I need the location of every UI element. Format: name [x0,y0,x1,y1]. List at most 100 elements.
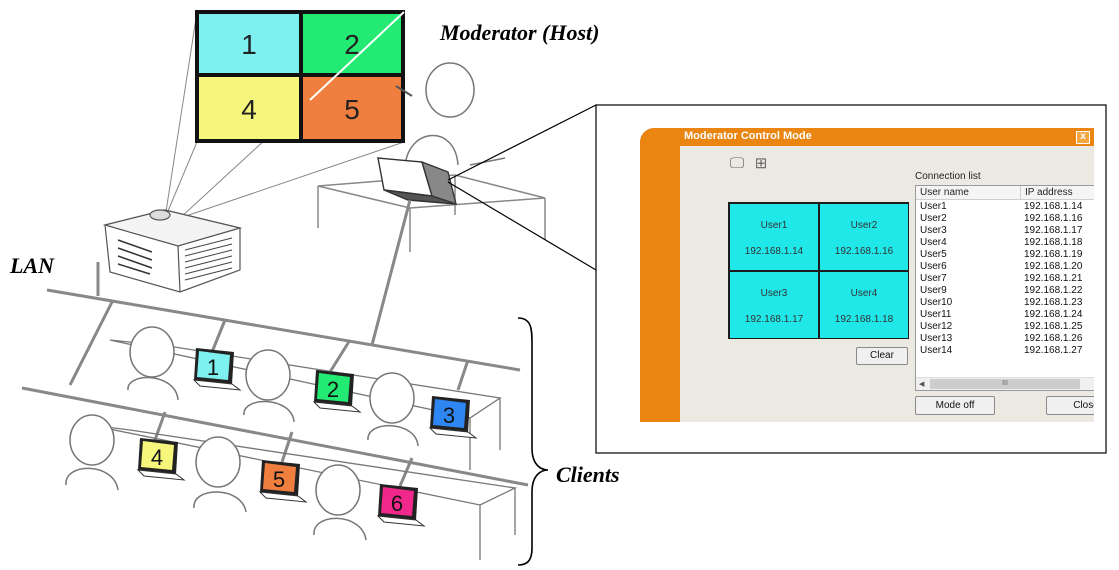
moderator-laptop [377,157,457,206]
row-user-name: User9 [920,285,947,296]
connection-row[interactable]: User3 192.168.1.17 [916,226,1094,236]
column-header-user-name[interactable]: User name [916,186,1020,200]
row-user-name: User13 [920,333,953,344]
user-tile[interactable]: User4 192.168.1.18 [820,272,908,338]
row-ip-address: 192.168.1.24 [1024,309,1083,320]
connection-row[interactable]: User5 192.168.1.19 [916,250,1094,260]
moderator-figure [404,62,506,171]
tile-ip: 192.168.1.18 [834,314,894,325]
screen-tile-5 [303,77,401,139]
svg-text:6: 6 [391,491,403,516]
row-user-name: User10 [920,297,953,308]
connection-row[interactable]: User14 192.168.1.27 [916,346,1094,356]
clients-label: Clients [556,462,620,487]
moderator-label: Moderator (Host) [440,20,600,45]
column-header-ip-address[interactable]: IP address [1020,186,1094,200]
row-user-name: User2 [920,213,947,224]
client-laptop-5: 5 [258,460,308,503]
close-button[interactable]: Close [1046,396,1094,415]
moderator-control-dialog: Moderator Control Mode x 🖵 ⊞ User1 192.1… [640,128,1094,422]
screen-tile-1 [199,14,299,73]
mode-off-button[interactable]: Mode off [915,396,995,415]
connection-row[interactable]: User2 192.168.1.16 [916,214,1094,224]
row-ip-address: 192.168.1.17 [1024,225,1083,236]
connection-row[interactable]: User11 192.168.1.24 [916,310,1094,320]
dialog-title: Moderator Control Mode [684,130,812,142]
tile-user: User3 [760,288,788,299]
quad-screen-icon[interactable]: ⊞ [754,155,768,172]
client-laptop-3: 3 [428,396,478,439]
svg-text:4: 4 [151,445,163,470]
callout-lines [447,104,597,271]
connection-row[interactable]: User13 192.168.1.26 [916,334,1094,344]
tile-ip: 192.168.1.16 [834,246,894,257]
client-laptop-6: 6 [376,484,426,527]
clients-brace [517,317,549,566]
lan-cables [21,199,529,487]
user-tile[interactable]: User2 192.168.1.16 [820,204,908,270]
row-ip-address: 192.168.1.19 [1024,249,1083,260]
row-user-name: User6 [920,261,947,272]
row-ip-address: 192.168.1.20 [1024,261,1083,272]
tile-user: User1 [760,220,788,231]
connection-row[interactable]: User6 192.168.1.20 [916,262,1094,272]
client-laptop-4: 4 [136,438,186,481]
dialog-close-x-button[interactable]: x [1076,131,1090,144]
row-ip-address: 192.168.1.27 [1024,345,1083,356]
clear-button[interactable]: Clear [856,347,908,365]
hscroll-thumb[interactable]: III [930,379,1080,389]
row-ip-address: 192.168.1.14 [1024,201,1083,212]
user-tile[interactable]: User1 192.168.1.14 [730,204,818,270]
row-ip-address: 192.168.1.16 [1024,213,1083,224]
tile-grid: User1 192.168.1.14 User2 192.168.1.16 Us… [728,202,909,339]
horizontal-scrollbar[interactable]: ◀ III ▶ [916,377,1094,390]
client-laptop-1: 1 [192,348,242,391]
connection-row[interactable]: User1 192.168.1.14 [916,202,1094,212]
connection-list-label: Connection list [915,171,981,182]
row-ip-address: 192.168.1.21 [1024,273,1083,284]
row-ip-address: 192.168.1.26 [1024,333,1083,344]
row-user-name: User3 [920,225,947,236]
client-people [65,326,419,541]
connection-row[interactable]: User9 192.168.1.22 [916,286,1094,296]
row-user-name: User1 [920,201,947,212]
user-tile[interactable]: User3 192.168.1.17 [730,272,818,338]
row-ip-address: 192.168.1.23 [1024,297,1083,308]
scroll-left-arrow[interactable]: ◀ [919,381,925,388]
projection-screen: 1 2 4 5 [195,10,413,143]
svg-text:2: 2 [327,377,339,402]
row-user-name: User14 [920,345,953,356]
tile-user: User2 [850,220,878,231]
row-ip-address: 192.168.1.18 [1024,237,1083,248]
row-user-name: User5 [920,249,947,260]
connection-row[interactable]: User10 192.168.1.23 [916,298,1094,308]
screen-tile-number: 4 [241,94,257,125]
connection-row[interactable]: User4 192.168.1.18 [916,238,1094,248]
row-user-name: User12 [920,321,953,332]
row-ip-address: 192.168.1.25 [1024,321,1083,332]
client-laptop-2: 2 [312,370,362,413]
row-user-name: User4 [920,237,947,248]
screen-tile-4 [199,77,299,139]
projector [102,209,243,293]
screen-tile-number: 1 [241,29,257,60]
dialog-body: 🖵 ⊞ User1 192.168.1.14 User2 192.168.1.1… [680,146,1094,422]
svg-text:3: 3 [443,403,455,428]
row-ip-address: 192.168.1.22 [1024,285,1083,296]
client-laptops: 1 2 3 4 [136,348,478,527]
connection-row[interactable]: User7 192.168.1.21 [916,274,1094,284]
svg-text:5: 5 [273,467,285,492]
tile-user: User4 [850,288,878,299]
connection-row[interactable]: User12 192.168.1.25 [916,322,1094,332]
tile-ip: 192.168.1.14 [744,246,804,257]
row-user-name: User7 [920,273,947,284]
screen-tile-2 [303,14,401,73]
svg-text:1: 1 [207,355,219,380]
lan-label: LAN [10,253,54,278]
single-screen-icon[interactable]: 🖵 [729,155,745,172]
tile-ip: 192.168.1.17 [744,314,804,325]
screen-tile-number: 5 [344,94,360,125]
row-user-name: User11 [920,309,952,320]
